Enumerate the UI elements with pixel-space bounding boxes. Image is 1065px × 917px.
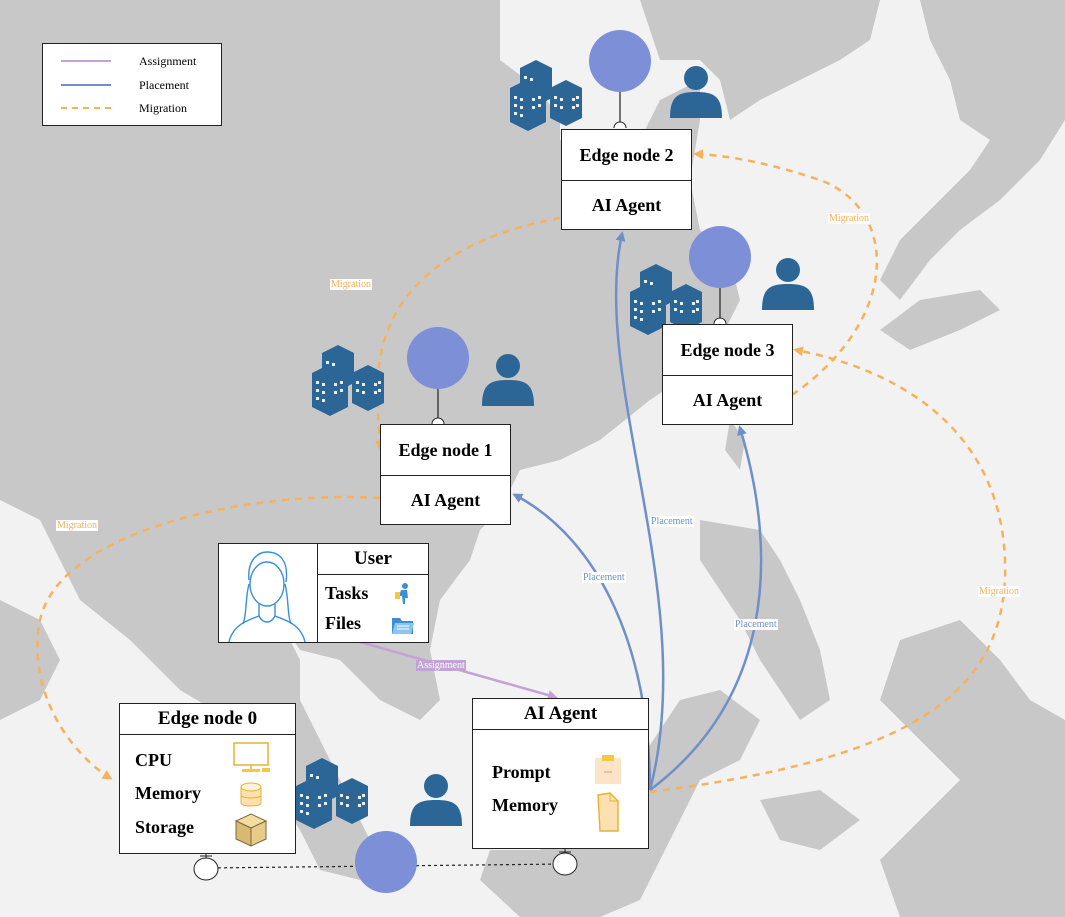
resource-storage: Storage: [135, 817, 194, 837]
cpu-monitor-icon: [232, 742, 272, 774]
server-circle-icon: [407, 327, 469, 389]
migration-edge-0-to-1: [36, 495, 381, 780]
ai-agent-label: AI Agent: [410, 489, 481, 510]
server-circle-icon: [355, 831, 417, 893]
server-circles: [355, 30, 751, 893]
ai-agent-card[interactable]: AI Agent Prompt Memory: [472, 698, 649, 849]
ai-agent-label: AI Agent: [692, 389, 763, 410]
migration-label: Migration: [56, 520, 98, 531]
agent-item-memory: Memory: [492, 795, 558, 815]
user-avatar-icon: [219, 544, 318, 643]
migration-edges: [36, 149, 1007, 794]
migration-label: Migration: [978, 586, 1020, 597]
legend-item-placement: Placement: [61, 77, 189, 93]
user-item-tasks: Tasks: [325, 583, 369, 603]
legend-label: Placement: [139, 77, 189, 92]
edge-node-2[interactable]: Edge node 2 AI Agent: [561, 129, 692, 230]
migration-edge-agent-to-3: [649, 346, 1007, 794]
placement-edge-to-node2: [614, 231, 665, 791]
user-card[interactable]: User Tasks Files: [218, 543, 429, 643]
server-circle-icon: [689, 226, 751, 288]
assignment-label: Assignment: [416, 660, 466, 671]
edge-node-title: Edge node 0: [120, 704, 295, 735]
legend: Assignment Placement Migration: [42, 43, 222, 126]
migration-edge-1-to-2: [374, 216, 561, 451]
ai-agent-title: AI Agent: [473, 699, 648, 730]
edge-node-1[interactable]: Edge node 1 AI Agent: [380, 424, 511, 525]
memory-document-icon: [596, 791, 620, 833]
resource-memory: Memory: [135, 783, 201, 803]
legend-swatch-assignment: [61, 60, 111, 62]
legend-item-assignment: Assignment: [61, 53, 196, 69]
tasks-icon: [393, 582, 413, 604]
agent-item-prompt: Prompt: [492, 762, 551, 782]
migration-label: Migration: [828, 213, 870, 224]
resource-cpu: CPU: [135, 750, 172, 770]
migration-edge-3-to-2: [693, 149, 879, 397]
memory-cylinder-icon: [239, 782, 263, 808]
migration-label: Migration: [330, 279, 372, 290]
legend-label: Migration: [139, 100, 187, 115]
edge-node-0[interactable]: Edge node 0 CPU Memory Storage: [119, 703, 296, 854]
server-circle-icon: [589, 30, 651, 92]
placement-label: Placement: [582, 572, 626, 583]
edge-node-title: Edge node 2: [562, 130, 691, 181]
edge-node-3[interactable]: Edge node 3 AI Agent: [662, 324, 793, 425]
edge-node-title: Edge node 3: [663, 325, 792, 376]
placement-label: Placement: [650, 516, 694, 527]
ai-agent-label: AI Agent: [591, 194, 662, 215]
user-title: User: [318, 544, 428, 575]
user-item-files: Files: [325, 613, 361, 633]
legend-item-migration: Migration: [61, 100, 187, 116]
edge-node-title: Edge node 1: [381, 425, 510, 476]
prompt-note-icon: [593, 754, 623, 786]
placement-label: Placement: [734, 619, 778, 630]
legend-label: Assignment: [139, 53, 197, 68]
files-icon: [391, 614, 415, 636]
legend-swatch-placement: [61, 84, 111, 86]
legend-swatch-migration: [61, 107, 111, 109]
storage-box-icon: [234, 812, 268, 848]
